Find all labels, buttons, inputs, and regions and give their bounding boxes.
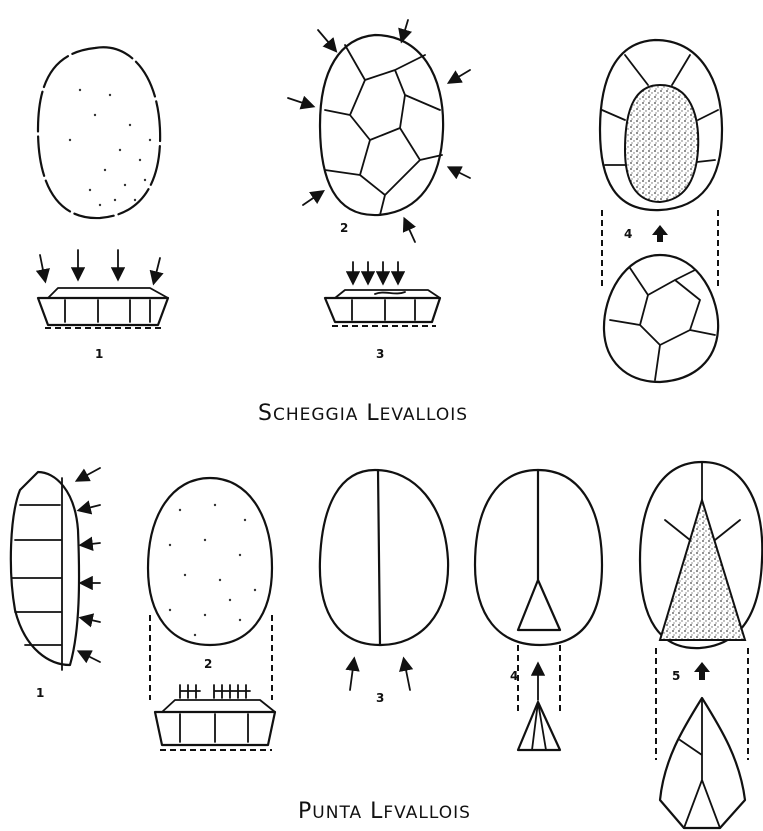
bottom-fig1-side-view: [11, 468, 100, 670]
top-fig2-faceted-core: [288, 20, 470, 242]
top-label-3: 3: [376, 347, 384, 361]
bottom-label-5: 5: [672, 669, 680, 683]
title-scheggia-levallois: SCHEGGIA LEVALLOIS: [258, 401, 468, 426]
bottom-fig4-core-and-point: 4: [475, 470, 602, 750]
bottom-fig2-core-and-section: 2: [148, 478, 275, 750]
top-fig1-section: [38, 250, 168, 328]
bottom-label-2: 2: [204, 657, 212, 671]
top-label-2: 2: [340, 221, 348, 235]
bottom-fig5-core-and-point: 5: [640, 462, 762, 828]
bottom-label-1: 1: [36, 686, 44, 700]
bottom-label-4: 4: [510, 669, 518, 683]
top-fig1-core-plan: [38, 47, 160, 218]
bottom-fig3-bisected-core: [320, 470, 448, 690]
bottom-label-3: 3: [376, 691, 384, 705]
top-label-1: 1: [95, 347, 103, 361]
top-label-4: 4: [624, 227, 632, 241]
title-punta-levallois: PUNTA LFVALLOIS: [298, 799, 471, 824]
top-fig3-section: [325, 262, 440, 326]
top-fig4-core-and-flake: 4: [600, 40, 722, 382]
